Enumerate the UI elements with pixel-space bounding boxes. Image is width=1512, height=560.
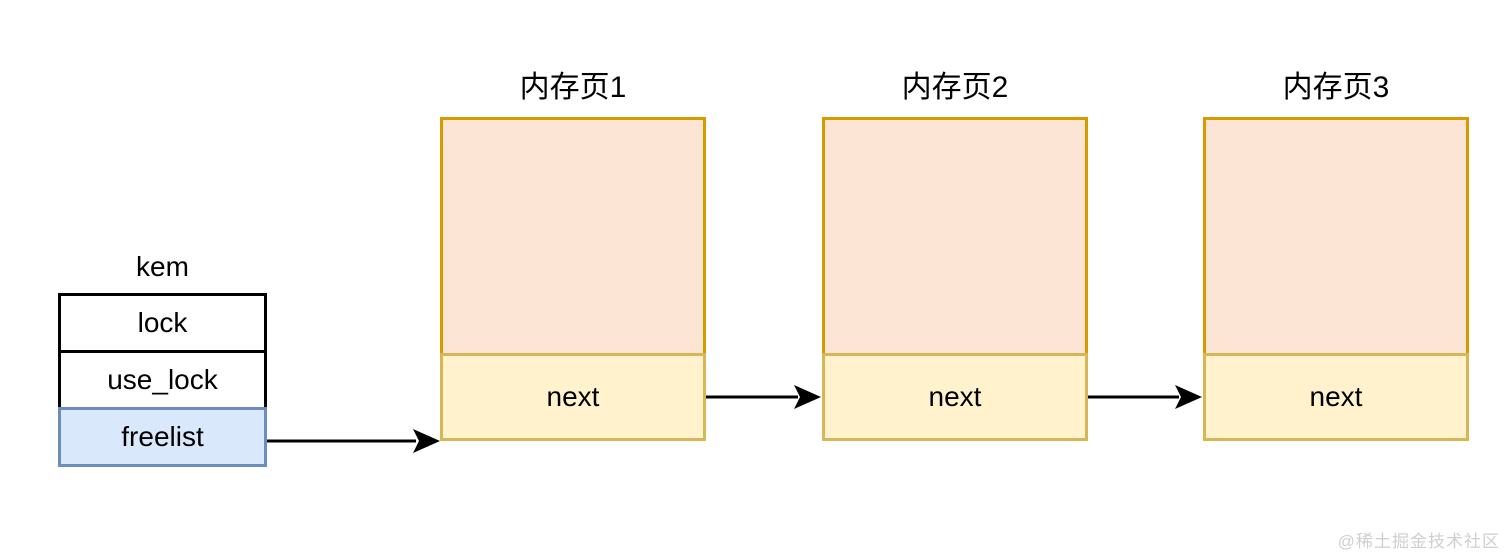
- struct-row-lock: lock: [58, 293, 267, 353]
- page3-title: 内存页3: [1282, 71, 1390, 104]
- arrow-page1-next-to-page2-next: [706, 385, 821, 409]
- page1-next-field: next: [440, 353, 706, 441]
- struct-row-freelist: freelist: [58, 407, 267, 467]
- page1-title: 内存页1: [519, 71, 627, 104]
- page2-next-field: next: [822, 353, 1088, 441]
- struct-title-kem: kem: [136, 251, 189, 282]
- watermark: @稀土掘金技术社区: [1337, 532, 1500, 551]
- page3-next-field: next: [1203, 353, 1469, 441]
- struct-row-use-lock: use_lock: [58, 350, 267, 410]
- memory-page-2: next: [822, 117, 1088, 441]
- page2-title: 内存页2: [901, 71, 1009, 104]
- memory-page-1: next: [440, 117, 706, 441]
- memory-page-3: next: [1203, 117, 1469, 441]
- kem-struct-table: lock use_lock freelist: [58, 293, 267, 467]
- arrow-freelist-to-page1: [267, 429, 440, 453]
- arrow-page2-next-to-page3-next: [1088, 385, 1202, 409]
